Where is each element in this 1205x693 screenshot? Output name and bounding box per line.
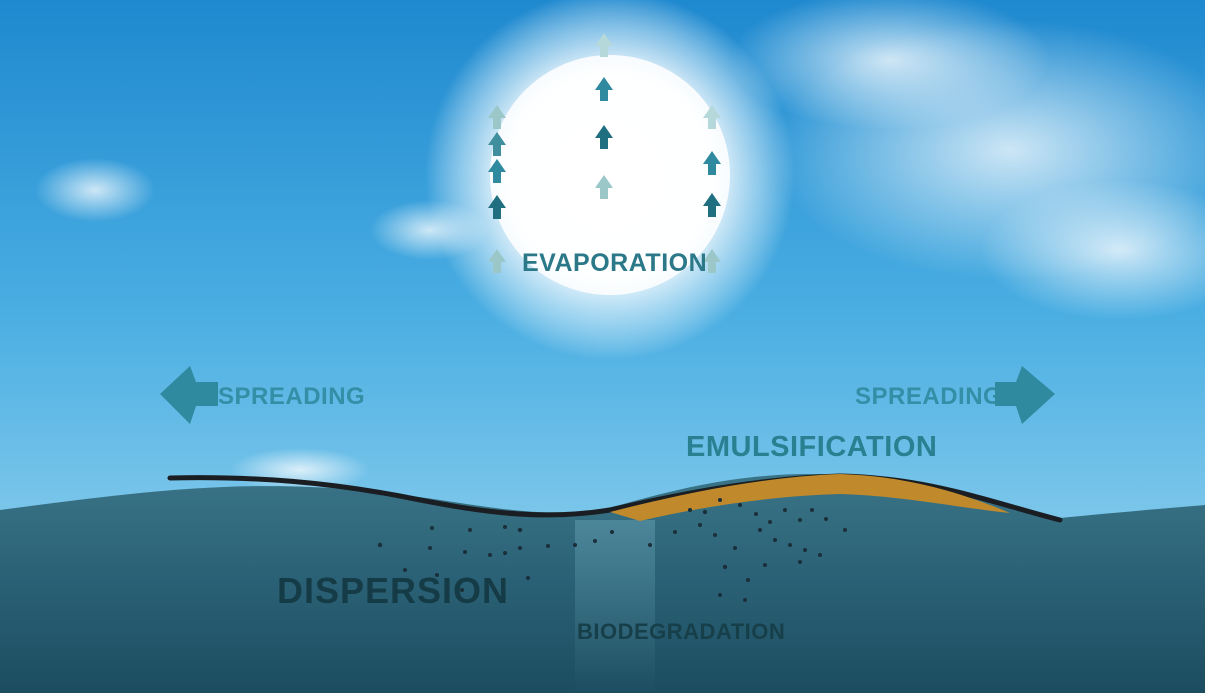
- oil-droplets: [377, 498, 847, 602]
- light-shaft: [575, 520, 655, 693]
- biodegradation-label: BIODEGRADATION: [577, 619, 786, 644]
- emulsification-label: EMULSIFICATION: [686, 431, 938, 463]
- spreading-right-label: SPREADING: [855, 383, 1003, 410]
- spreading-left-label: SPREADING: [218, 383, 366, 410]
- left-arrow-icon: [160, 366, 218, 424]
- right-arrow-icon: [995, 366, 1055, 424]
- dispersion-label: DISPERSION: [277, 570, 510, 611]
- evaporation-label: EVAPORATION: [522, 249, 708, 277]
- emulsion-layer: [610, 474, 1010, 521]
